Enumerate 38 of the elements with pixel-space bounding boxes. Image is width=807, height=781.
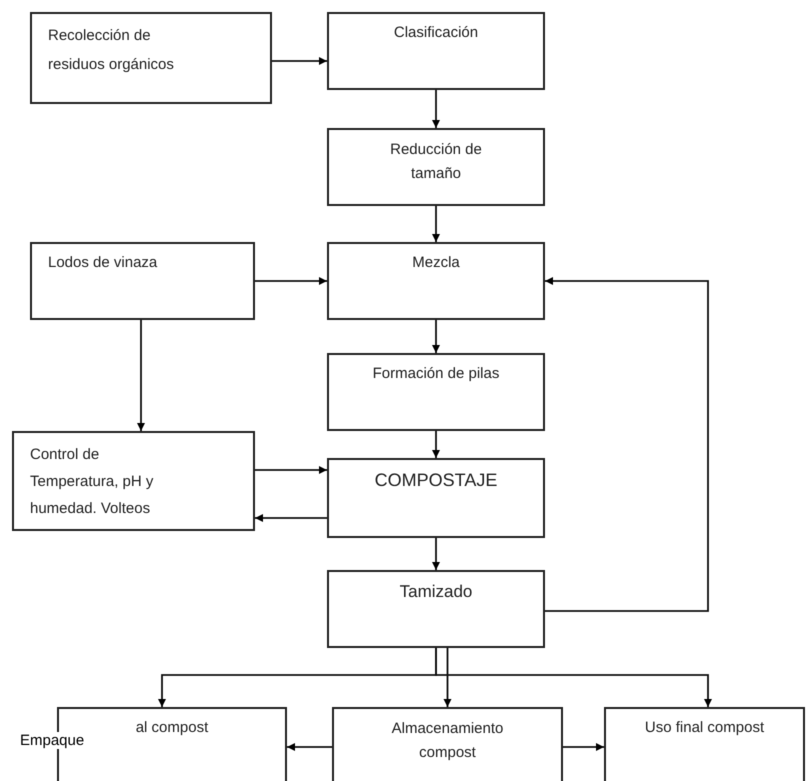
process-box: [327, 242, 545, 320]
step-label: Tamizado: [400, 581, 472, 603]
step-label: Mezcla: [412, 253, 460, 273]
arrow: [255, 277, 327, 285]
arrow: [137, 320, 145, 431]
step-label: Control de Temperatura, pH y humedad. Volteos: [30, 445, 154, 519]
arrow: [432, 206, 440, 242]
process-box: [332, 707, 563, 781]
arrow: [444, 648, 452, 707]
process-box: [327, 353, 545, 431]
arrow: [432, 320, 440, 353]
step-label: al compost: [136, 718, 208, 738]
arrow: [272, 57, 327, 65]
process-box: [327, 128, 545, 206]
process-box: [327, 458, 545, 538]
arrow: [435, 648, 712, 707]
arrow: [563, 743, 604, 751]
process-box: [30, 12, 272, 104]
arrow: [287, 743, 332, 751]
arrow: [255, 514, 327, 522]
step-label: Clasificación: [394, 23, 478, 43]
step-label: Uso final compost: [644, 718, 764, 738]
process-box: [604, 707, 805, 781]
process-box: [12, 431, 255, 531]
step-label: Almacenamiento compost: [390, 719, 504, 763]
arrow: [255, 466, 327, 474]
step-label: Reducción de tamaño: [389, 140, 483, 184]
arrow: [432, 90, 440, 128]
arrow: [545, 277, 709, 612]
arrow: [432, 431, 440, 458]
process-box: [327, 570, 545, 648]
step-label: Lodos de vinaza: [48, 253, 158, 273]
step-label: Recolección de residuos orgánicos: [48, 26, 175, 74]
step-label: COMPOSTAJE: [374, 469, 498, 492]
arrow: [432, 538, 440, 570]
process-box: [327, 12, 545, 90]
step-label: Formación de pilas: [372, 364, 500, 384]
process-box: [30, 242, 255, 320]
